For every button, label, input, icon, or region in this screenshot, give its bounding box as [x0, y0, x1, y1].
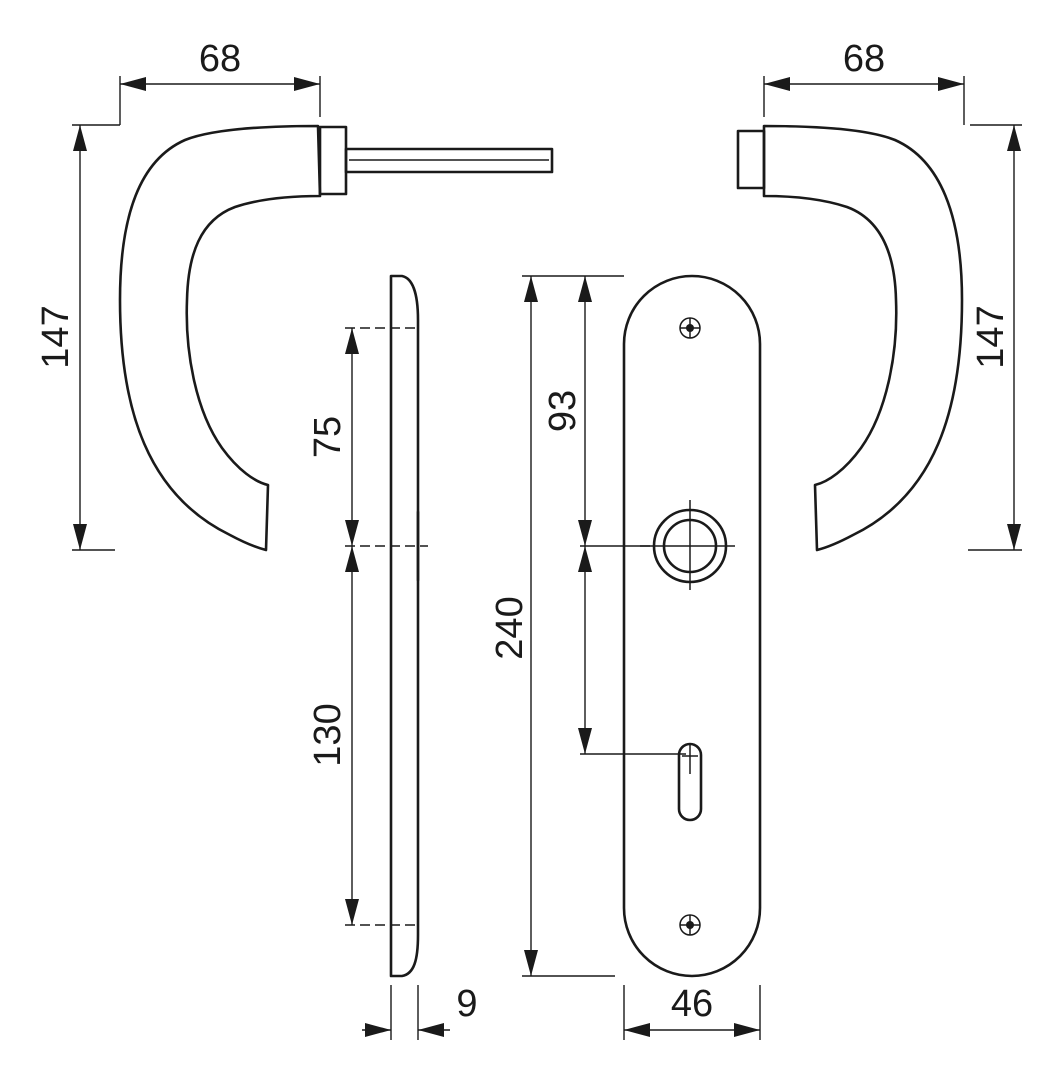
label-lower-spacing: 130: [307, 703, 349, 766]
dimension-right-width: 68: [763, 38, 965, 125]
front-plate-outline: [622, 274, 762, 978]
dimension-upper-spacing: 75: [307, 328, 359, 546]
dimension-right-height: 147: [968, 124, 1022, 551]
side-plate: [345, 274, 428, 978]
dimension-plate-length: 240: [489, 275, 624, 977]
left-lever-rose: [318, 125, 348, 196]
handle-boss-icon: [640, 500, 735, 590]
left-lever-handle: [118, 124, 554, 552]
label-plate-length: 240: [489, 596, 531, 659]
dimension-lower-spacing: 130: [307, 546, 359, 925]
label-upper-spacing: 75: [307, 416, 349, 458]
dimension-plate-width: 46: [623, 983, 761, 1040]
dimension-left-width: 68: [119, 38, 321, 125]
top-screw-icon: [679, 317, 701, 339]
keyhole-icon: [677, 742, 703, 822]
dimension-plate-thickness: 9: [362, 983, 478, 1040]
front-plate: [622, 274, 762, 978]
label-right-handle-height: 147: [970, 305, 1012, 368]
label-left-handle-height: 147: [35, 305, 77, 368]
label-right-handle-width: 68: [843, 38, 885, 80]
right-lever-handle: [736, 124, 964, 552]
label-plate-thickness: 9: [456, 983, 477, 1025]
right-lever-outline: [762, 124, 964, 552]
dimension-left-height: 147: [35, 124, 120, 551]
left-lever-spindle: [344, 147, 554, 174]
label-left-handle-width: 68: [199, 38, 241, 80]
dimension-handle-to-key: 93: [542, 276, 686, 755]
right-lever-rose: [736, 129, 766, 190]
label-plate-width: 46: [671, 983, 713, 1025]
bottom-screw-icon: [679, 914, 701, 936]
left-lever-outline: [118, 124, 322, 552]
label-handle-to-key: 93: [542, 390, 584, 432]
side-plate-outline: [389, 274, 420, 978]
